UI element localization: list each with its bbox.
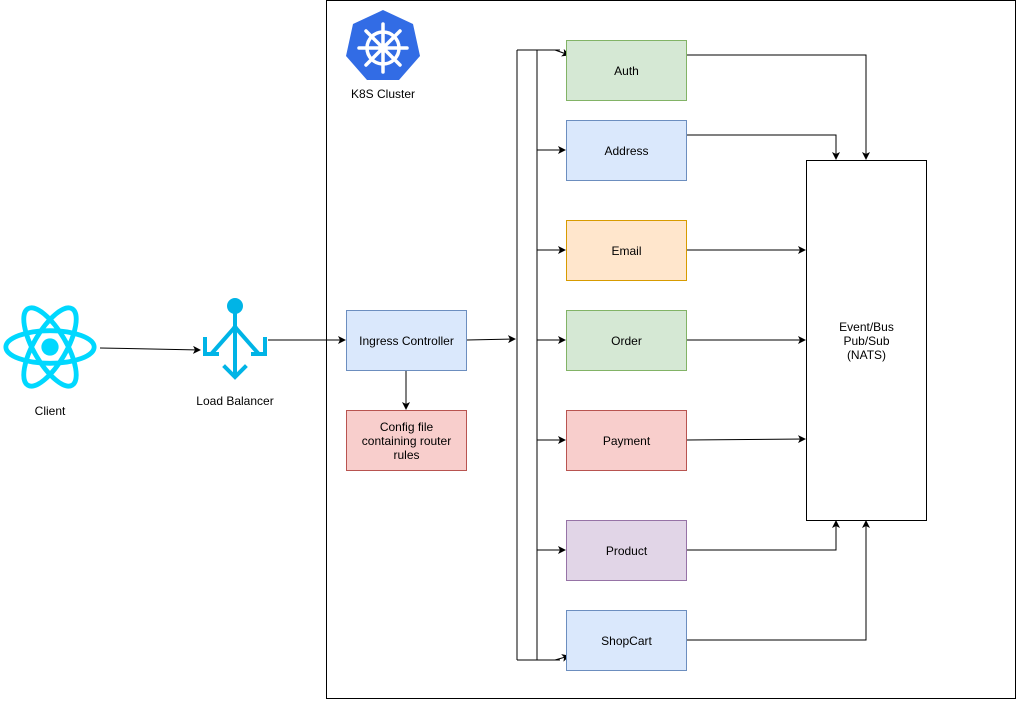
- address-service-node: Address: [566, 120, 687, 181]
- product-service-node: Product: [566, 520, 687, 581]
- event-bus-line2: Pub/Sub: [843, 333, 890, 348]
- edge-client-to-lb: [99, 345, 201, 354]
- email-service-label: Email: [611, 243, 642, 258]
- kubernetes-icon: [346, 10, 420, 80]
- shopcart-service-label: ShopCart: [601, 633, 652, 648]
- edge-address-to-bus: [687, 134, 840, 160]
- ingress-controller-label: Ingress Controller: [359, 333, 454, 348]
- k8s-cluster-boundary: [326, 0, 1016, 699]
- event-bus-node: Event/Bus Pub/Sub (NATS): [806, 160, 927, 521]
- ingress-controller-node: Ingress Controller: [346, 310, 467, 371]
- event-bus-line3: (NATS): [846, 347, 887, 362]
- config-file-node: Config file containing router rules: [346, 410, 467, 471]
- client-label: Client: [34, 404, 66, 418]
- email-service-node: Email: [566, 220, 687, 281]
- load-balancer-icon: [203, 298, 267, 380]
- auth-service-node: Auth: [566, 40, 687, 101]
- auth-service-label: Auth: [614, 63, 639, 78]
- payment-service-node: Payment: [566, 410, 687, 471]
- event-bus-line1: Event/Bus: [839, 319, 894, 334]
- order-service-node: Order: [566, 310, 687, 371]
- edge-payment-to-bus: [686, 435, 806, 444]
- payment-service-label: Payment: [602, 433, 651, 448]
- cluster-label: K8S Cluster: [350, 87, 416, 101]
- address-service-label: Address: [604, 143, 649, 158]
- edge-shopcart-to-bus: [687, 520, 870, 641]
- shopcart-service-node: ShopCart: [566, 610, 687, 671]
- edge-product-to-bus: [687, 520, 840, 551]
- order-service-label: Order: [611, 333, 642, 348]
- product-service-label: Product: [605, 543, 648, 558]
- load-balancer-label: Load Balancer: [196, 394, 274, 408]
- edge-ingress-to-router: [466, 335, 516, 344]
- react-icon: [3, 305, 97, 389]
- edge-auth-to-bus: [687, 54, 870, 160]
- config-file-label: Config file containing router rules: [361, 419, 452, 462]
